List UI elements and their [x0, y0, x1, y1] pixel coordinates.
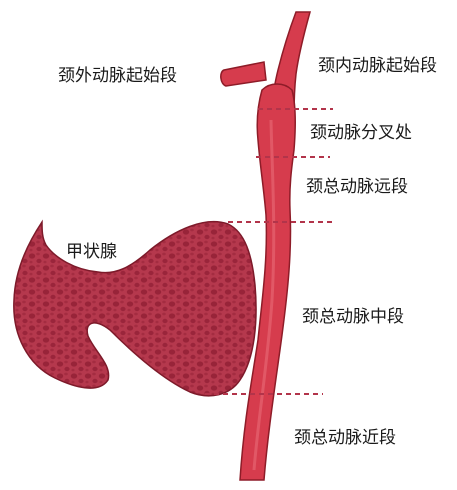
- label-proximal-common-carotid: 颈总动脉近段: [294, 430, 396, 447]
- thyroid-gland-shape: [14, 222, 256, 396]
- label-mid-common-carotid: 颈总动脉中段: [302, 309, 404, 326]
- external-carotid-artery: [221, 62, 266, 86]
- label-internal-carotid-origin: 颈内动脉起始段: [318, 58, 437, 75]
- label-bifurcation: 颈动脉分叉处: [310, 125, 412, 142]
- label-external-carotid-origin: 颈外动脉起始段: [58, 68, 177, 85]
- label-distal-common-carotid: 颈总动脉远段: [306, 179, 408, 196]
- label-thyroid: 甲状腺: [66, 244, 117, 261]
